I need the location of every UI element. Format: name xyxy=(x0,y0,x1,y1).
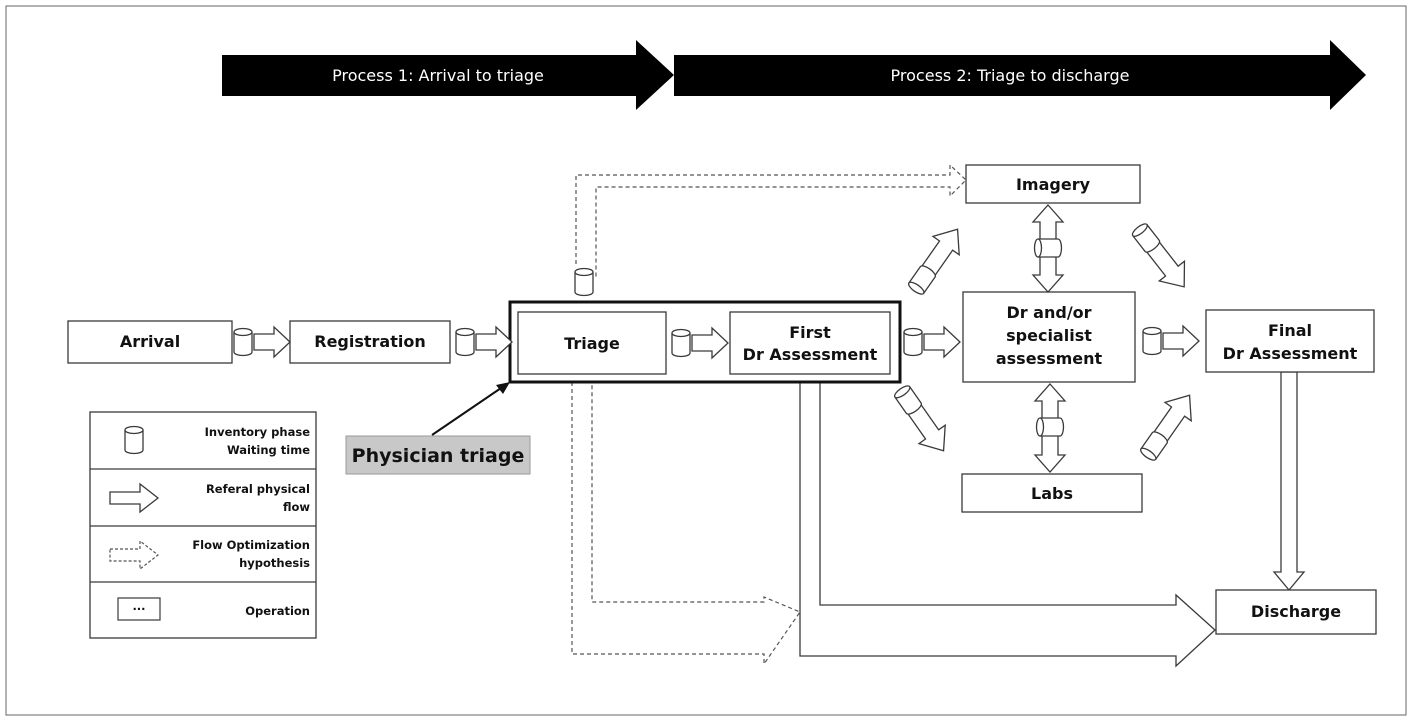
flow-arrow-icon xyxy=(475,326,513,358)
frame xyxy=(5,5,1407,716)
legend-flow-arrow-icon xyxy=(109,482,160,514)
first-dr-label-line1: First xyxy=(789,323,831,342)
diag-arrow-imagery-to-final xyxy=(1129,221,1198,298)
legend: Inventory phase Waiting time Referal phy… xyxy=(89,411,317,639)
callout-pointer-head xyxy=(496,382,510,394)
waiting-cylinder-icon xyxy=(671,328,691,358)
optimization-arrow-to-imagery xyxy=(575,163,967,278)
first-dr-assessment-box xyxy=(729,311,891,375)
waiting-cylinder-icon xyxy=(903,327,923,357)
final-dr-label-line1: Final xyxy=(1268,321,1312,340)
triage-box xyxy=(517,311,667,375)
labs-label: Labs xyxy=(1031,484,1073,503)
imagery-label: Imagery xyxy=(1016,175,1091,194)
legend-inventory-line2: Waiting time xyxy=(227,443,310,457)
registration-label: Registration xyxy=(314,332,425,351)
legend-operation-symbol: ... xyxy=(132,599,145,613)
process2-banner xyxy=(674,40,1366,110)
legend-cylinder-icon xyxy=(124,425,144,455)
diag-arrow-to-labs xyxy=(892,383,958,461)
legend-inventory-line1: Inventory phase xyxy=(205,425,311,439)
legend-referral-line2: flow xyxy=(283,500,310,514)
final-dr-label-line2: Dr Assessment xyxy=(1223,344,1358,363)
waiting-cylinder-icon xyxy=(1035,417,1065,437)
legend-optimization-line1: Flow Optimization xyxy=(192,538,310,552)
legend-operation-label: Operation xyxy=(245,604,310,618)
physician-triage-label: Physician triage xyxy=(352,445,525,467)
process2-label: Process 2: Triage to discharge xyxy=(891,66,1130,85)
waiting-cylinder-icon xyxy=(233,327,253,357)
diag-arrow-to-imagery xyxy=(906,219,972,297)
flow-arrow-icon xyxy=(253,326,291,358)
imagery-box xyxy=(965,164,1141,204)
labs-box xyxy=(961,473,1143,513)
final-dr-assessment-box xyxy=(1205,309,1375,373)
specialist-label-line3: assessment xyxy=(996,349,1103,368)
labs-specialist-double-arrow xyxy=(1033,383,1067,473)
flow-final-to-discharge xyxy=(1272,371,1306,592)
specialist-assessment-box xyxy=(962,291,1136,383)
triage-label: Triage xyxy=(564,334,620,353)
imagery-specialist-double-arrow xyxy=(1031,204,1065,293)
waiting-cylinder-icon xyxy=(1033,238,1063,258)
legend-optimization-line2: hypothesis xyxy=(239,556,310,570)
legend-operation-icon xyxy=(117,597,161,621)
legend-dashed-arrow-icon xyxy=(109,539,159,571)
flow-arrow-icon xyxy=(923,326,961,358)
process1-banner xyxy=(222,40,674,110)
arrival-label: Arrival xyxy=(120,332,180,351)
registration-box xyxy=(289,320,451,364)
waiting-cylinder-icon xyxy=(455,327,475,357)
arrival-box xyxy=(67,320,233,364)
diag-arrow-labs-to-final xyxy=(1138,385,1204,463)
first-dr-label-line2: Dr Assessment xyxy=(743,345,878,364)
discharge-label: Discharge xyxy=(1251,602,1341,621)
optimization-arrow-to-assessment xyxy=(571,382,801,666)
specialist-label-line2: specialist xyxy=(1006,326,1092,345)
process1-label: Process 1: Arrival to triage xyxy=(332,66,544,85)
flow-arrow-icon xyxy=(691,327,729,359)
waiting-cylinder-icon xyxy=(574,267,594,297)
flow-first-to-discharge xyxy=(799,383,1216,668)
waiting-cylinder-icon xyxy=(1142,326,1162,356)
flow-arrow-icon xyxy=(1162,325,1200,357)
discharge-box xyxy=(1215,589,1377,635)
physician-triage-callout xyxy=(345,435,531,475)
legend-referral-line1: Referal physical xyxy=(206,482,310,496)
callout-pointer xyxy=(431,385,505,436)
specialist-label-line1: Dr and/or xyxy=(1006,303,1091,322)
